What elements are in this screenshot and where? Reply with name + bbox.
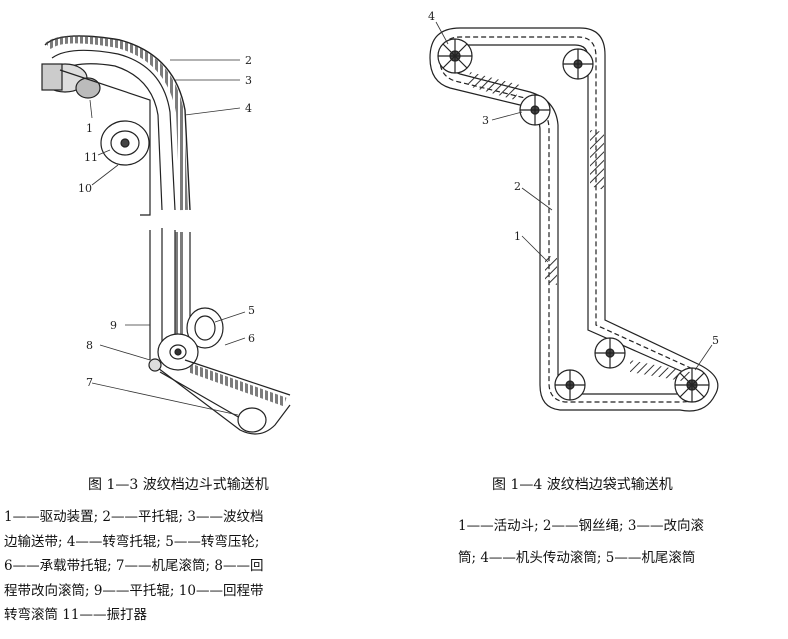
lower-inclined-belt bbox=[148, 358, 291, 435]
callout-8: 8 bbox=[86, 339, 93, 352]
bend-drum bbox=[519, 94, 551, 126]
wire-rope bbox=[439, 36, 707, 403]
callout-r5: 5 bbox=[712, 334, 719, 347]
legend-line: 筒; 4——机头传动滚筒; 5——机尾滚筒 bbox=[458, 550, 696, 566]
callout-5: 5 bbox=[248, 304, 255, 317]
callout-r2: 2 bbox=[514, 180, 521, 193]
callout-1: 1 bbox=[86, 122, 93, 135]
callout-9: 9 bbox=[110, 319, 117, 332]
callout-r3: 3 bbox=[482, 114, 489, 127]
figure-1-4-caption: 图 1—4 波纹档边袋式输送机 bbox=[492, 477, 673, 493]
tail-drum bbox=[237, 407, 267, 433]
pocket-conveyor-drawing bbox=[429, 27, 719, 412]
callout-r1: 1 bbox=[514, 230, 521, 243]
inner-belt-path bbox=[447, 44, 698, 395]
bucket-conveyor-drawing bbox=[41, 35, 291, 435]
return-turn-drum bbox=[100, 120, 150, 166]
callout-11: 11 bbox=[84, 151, 98, 164]
legend-line: 6——承载带托辊; 7——机尾滚筒; 8——回 bbox=[4, 558, 264, 574]
upper-side-plate bbox=[59, 69, 151, 216]
right-callout-labels: 4 3 2 1 5 bbox=[428, 10, 719, 347]
lower-vertical-belt bbox=[149, 228, 191, 360]
callout-7: 7 bbox=[86, 376, 93, 389]
callout-6: 6 bbox=[248, 332, 255, 345]
top-right-drum bbox=[562, 48, 594, 80]
legend-line: 1——驱动装置; 2——平托辊; 3——波纹档 bbox=[4, 509, 264, 525]
bottom-left-drum bbox=[554, 369, 586, 401]
material-pockets bbox=[468, 72, 690, 382]
drive-unit bbox=[41, 63, 101, 99]
callout-4: 4 bbox=[245, 102, 252, 115]
callout-2: 2 bbox=[245, 54, 252, 67]
figure-1-3-legend: 1——驱动装置; 2——平托辊; 3——波纹档 边输送带; 4——转弯托辊; 5… bbox=[4, 505, 263, 628]
left-callout-labels: 2 3 4 1 11 10 5 6 9 8 7 bbox=[78, 54, 255, 389]
head-drive-drum bbox=[437, 38, 473, 74]
left-callout-lines bbox=[89, 59, 246, 416]
callout-r4: 4 bbox=[428, 10, 435, 23]
conveyor-drawings: 2 3 4 1 11 10 5 6 9 8 7 bbox=[41, 10, 719, 435]
legend-line: 边输送带; 4——转弯托辊; 5——转弯压轮; bbox=[4, 533, 260, 550]
legend-line: 1——活动斗; 2——钢丝绳; 3——改向滚 bbox=[458, 518, 704, 534]
figure-1-3-caption: 图 1—3 波纹档边斗式输送机 bbox=[88, 477, 269, 493]
bend-pressure-wheel bbox=[186, 307, 224, 349]
callout-3: 3 bbox=[245, 74, 252, 87]
lower-bend-drum-right bbox=[594, 337, 626, 369]
right-callout-lines bbox=[435, 21, 713, 371]
legend-line: 转弯滚筒 11——振打器 bbox=[4, 607, 147, 623]
legend-line: 程带改向滚筒; 9——平托辊; 10——回程带 bbox=[4, 582, 264, 599]
figure-1-4-legend: 1——活动斗; 2——钢丝绳; 3——改向滚 筒; 4——机头传动滚筒; 5——… bbox=[458, 510, 704, 574]
callout-10: 10 bbox=[78, 182, 92, 195]
